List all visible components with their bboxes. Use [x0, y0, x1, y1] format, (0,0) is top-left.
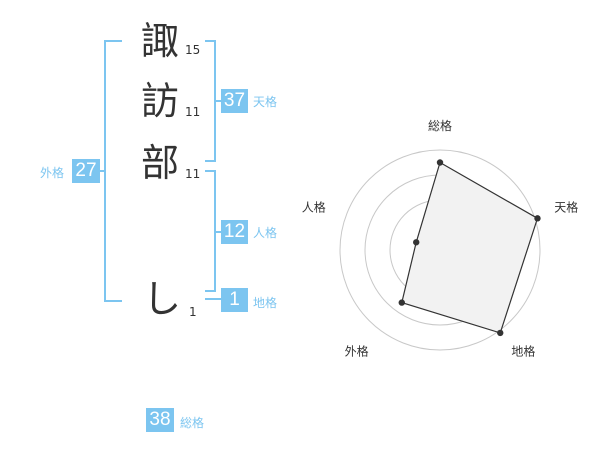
radar-point	[497, 329, 504, 337]
gaikaku-bracket-connector	[98, 170, 105, 172]
radar-point	[413, 239, 420, 246]
radar-axis-label: 総格	[428, 118, 452, 133]
chikaku-label: 地格	[253, 296, 278, 310]
stroke-count-3: 11	[185, 167, 201, 181]
tenkaku-value-badge: 37	[221, 89, 248, 113]
radar-ring	[339, 149, 541, 351]
stroke-count-2: 11	[185, 105, 201, 119]
radar-axis-label: 外格	[345, 343, 369, 358]
stroke-count-4: 1	[189, 305, 197, 319]
name-char-4: し	[143, 277, 182, 321]
jinkaku-value-badge: 12	[221, 220, 248, 244]
stroke-count-1: 15	[185, 43, 201, 57]
gaikaku-value-badge: 27	[72, 159, 100, 183]
chikaku-bracket-connector	[205, 298, 221, 300]
radar-point	[436, 159, 444, 166]
radar-point	[398, 299, 405, 306]
soukaku-label: 総格	[180, 416, 205, 430]
radar-axis-label: 地格	[511, 343, 535, 358]
jinkaku-bracket-connector	[215, 231, 221, 233]
chikaku-value-badge: 1	[221, 288, 248, 312]
radar-axis-label: 人格	[302, 200, 326, 215]
radar-point	[534, 215, 541, 222]
gaikaku-label: 外格	[40, 166, 65, 180]
soukaku-value-badge: 38	[146, 408, 174, 432]
name-char-2: 訪	[141, 79, 180, 123]
tenkaku-bracket-connector	[215, 100, 221, 102]
radar-axis-label: 天格	[554, 200, 578, 215]
gaikaku-bracket	[104, 40, 122, 302]
jinkaku-label: 人格	[253, 226, 278, 240]
name-char-1: 諏	[141, 19, 180, 63]
radar-area	[401, 161, 539, 334]
tenkaku-label: 天格	[253, 95, 278, 109]
name-char-3: 部	[141, 141, 180, 185]
